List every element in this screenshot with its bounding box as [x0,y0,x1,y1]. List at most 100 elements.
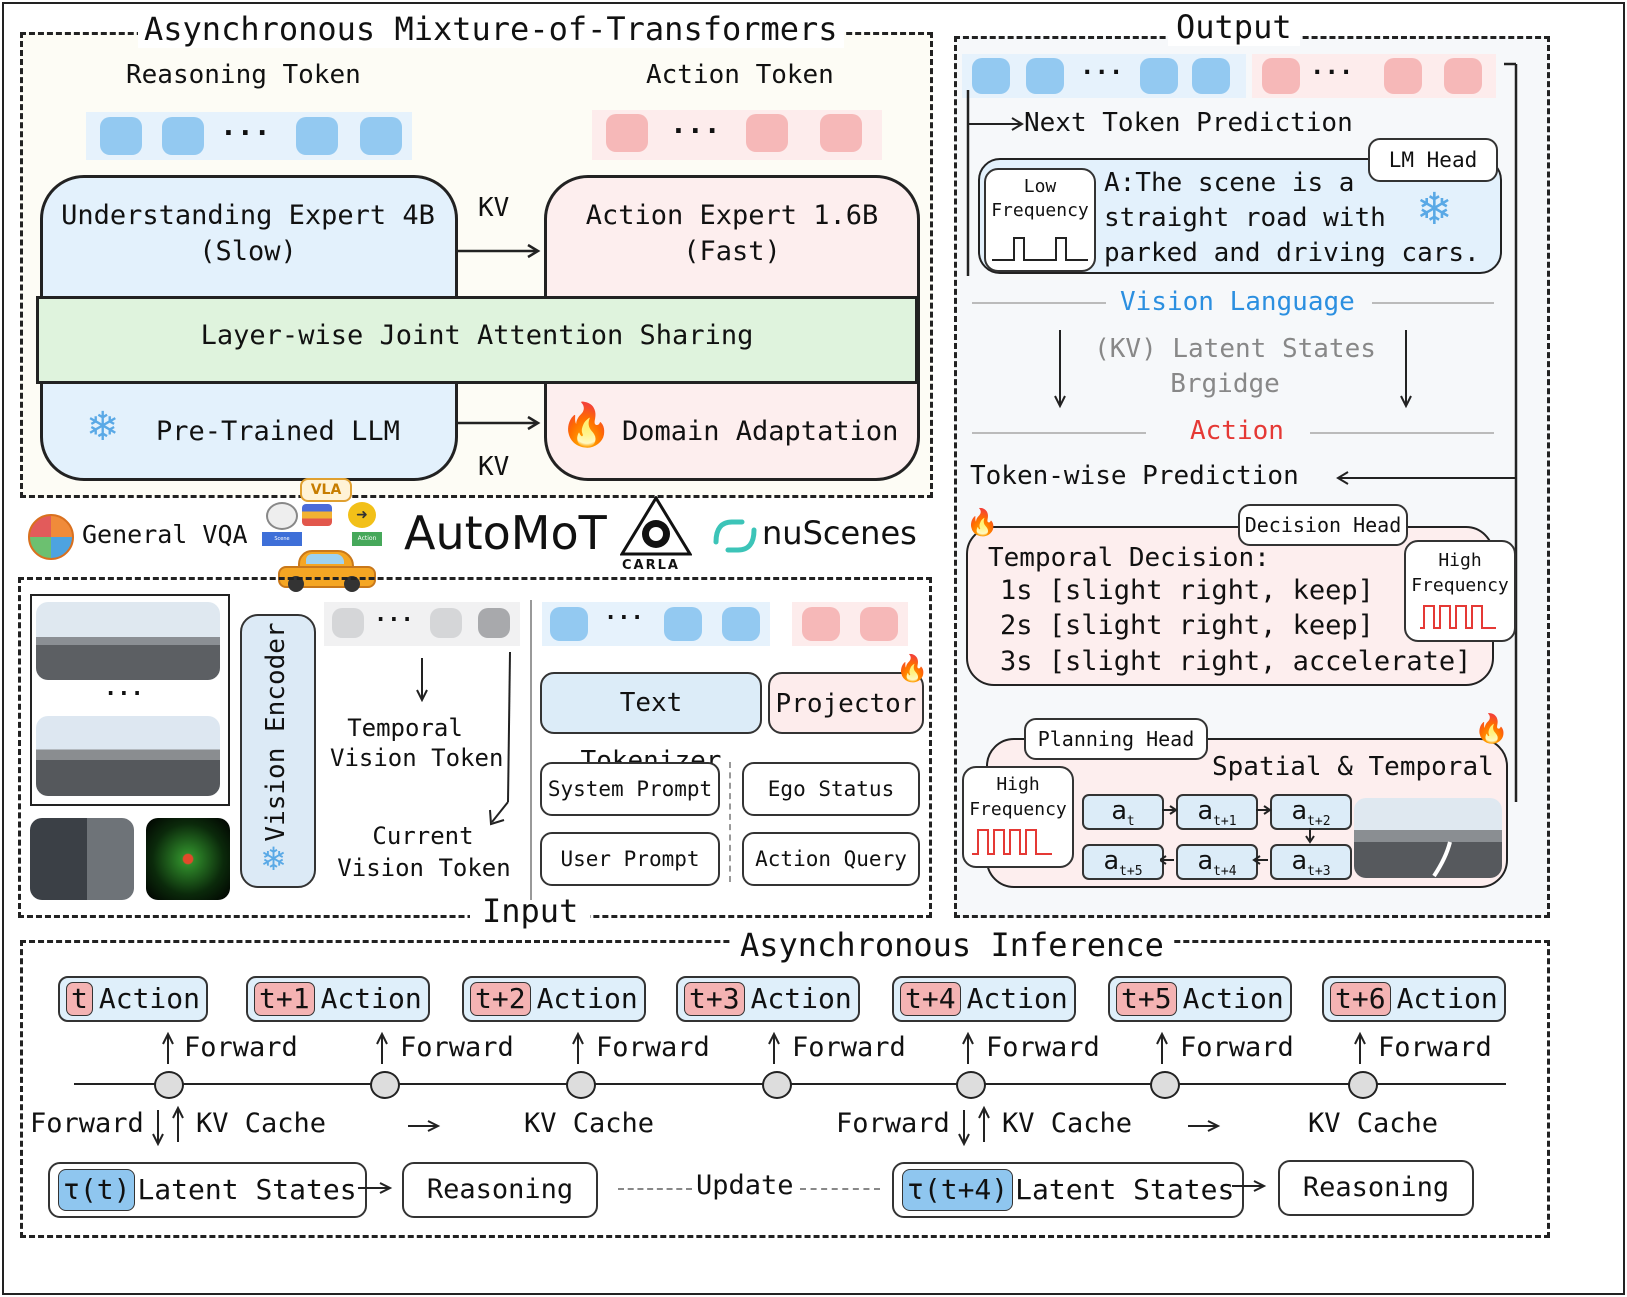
road-trajectory-image [1354,798,1502,878]
current-vision-token-line1: Current [372,822,474,850]
decision-1s: 1s [slight right, keep] [1000,575,1374,606]
vision-token [478,608,510,638]
output-action-token [1384,58,1422,94]
vla-illustration: VLA ➜ Scene Understanding Action [258,474,386,600]
latent-arrow-right [1400,330,1412,409]
temporal-decision-label: Temporal Decision: [988,543,1270,573]
timeline-node [154,1071,184,1099]
temporal-vision-token-line1: Temporal [347,714,463,742]
answer-line-3: parked and driving cars. [1104,238,1480,268]
timeline-node [1150,1071,1180,1099]
nuscenes-icon [713,519,757,553]
query-token [860,607,898,641]
current-arrow [489,652,511,826]
output-title: Output [1168,8,1300,46]
high-frequency-line1: High [996,774,1040,795]
nuscenes-label: nuScenes [762,514,917,552]
vision-encoder-label: Vision Encoder [261,622,291,842]
timeline-node [1348,1071,1378,1099]
latent-states-box: τ(t+4)Latent States [892,1162,1245,1218]
text-token [550,607,588,641]
brain-icon [266,502,298,530]
forward-icon: ➜ [348,502,376,528]
forward-label: Forward [986,1032,1100,1063]
ellipsis: ··· [374,608,414,633]
vla-action-box: Action [352,532,382,546]
reasoning-token-label: Reasoning Token [126,60,361,90]
bus-image [30,818,134,900]
car-icon [278,550,376,592]
current-vision-token-line2: Vision Token [337,854,511,882]
query-token [802,607,840,641]
action-step-box: at+2 [1270,794,1352,830]
kv-label-top: KV [478,193,510,223]
update-line-left [618,1188,692,1190]
action-token-label: Action Token [646,60,834,90]
forward-label: Forward [792,1032,906,1063]
ellipsis: ··· [1080,58,1124,86]
latent-states-line1: (KV) Latent States [1094,334,1376,364]
snowflake-icon: ❄ [260,840,287,878]
answer-line-2: straight road with [1104,203,1386,233]
ellipsis: ··· [604,606,644,631]
fire-icon: 🔥 [560,400,613,449]
action-step-box: at+5 [1082,844,1164,880]
vl-divider-left [972,302,1106,304]
next-token-arrow [966,90,1024,276]
high-frequency-signal [1420,605,1496,629]
latent-to-reasoning-arrow [358,1182,393,1194]
answer-line-1: A:The scene is a [1104,168,1355,198]
camera-frames-box [30,594,230,806]
ellipsis: ··· [1310,58,1354,86]
reasoning-token [360,117,402,155]
mot-title: Asynchronous Mixture-of-Transformers [138,10,844,48]
kv-arrow-bottom [458,415,541,431]
token-wise-arrow [1336,62,1518,802]
forward-label: Forward [184,1032,298,1063]
forward-label: Forward [1180,1032,1294,1063]
action-divider-right [1310,432,1494,434]
timeline-node [370,1071,400,1099]
camera-image [36,716,220,796]
timeline-node [566,1071,596,1099]
layers-icon [302,504,332,526]
action-token [746,114,788,152]
reasoning-token [162,117,204,155]
vla-badge: VLA [300,478,352,502]
action-step-box: at+3 [1270,844,1352,880]
forward-label: Forward [400,1032,514,1063]
spatial-temporal-label: Spatial & Temporal [1212,752,1494,782]
lidar-image [146,818,230,900]
joint-attention-label: Layer-wise Joint Attention Sharing [200,320,754,351]
low-frequency-signal [992,237,1088,261]
general-vqa-label: General VQA [82,520,248,549]
reasoning-token [296,117,338,155]
latent-states-line2: Brgidge [1170,369,1280,399]
fire-icon: 🔥 [966,508,999,538]
action-step-box: at [1082,794,1164,830]
kv-cache-label: KV Cache [1308,1108,1439,1139]
user-prompt-box: User Prompt [540,832,720,886]
forward-label: Forward [1378,1032,1492,1063]
inference-title: Asynchronous Inference [730,926,1174,964]
vision-encoder-block [240,614,316,888]
ellipsis: ··· [670,114,721,147]
planning-head-label: Planning Head [1024,718,1208,760]
output-text-token [972,58,1010,94]
ego-status-box: Ego Status [742,762,920,816]
text-token [722,607,760,641]
globe-icon [28,514,74,560]
vision-token [332,608,364,638]
action-divider-left [972,432,1146,434]
forward-label: Forward [836,1108,950,1139]
action-expert-title: Action Expert 1.6B [585,200,879,231]
text-token [664,607,702,641]
low-frequency-line2: Frequency [991,200,1089,221]
fire-icon: 🔥 [896,654,929,684]
lm-head-label: LM Head [1368,138,1498,182]
reasoning-box: Reasoning [402,1162,598,1218]
